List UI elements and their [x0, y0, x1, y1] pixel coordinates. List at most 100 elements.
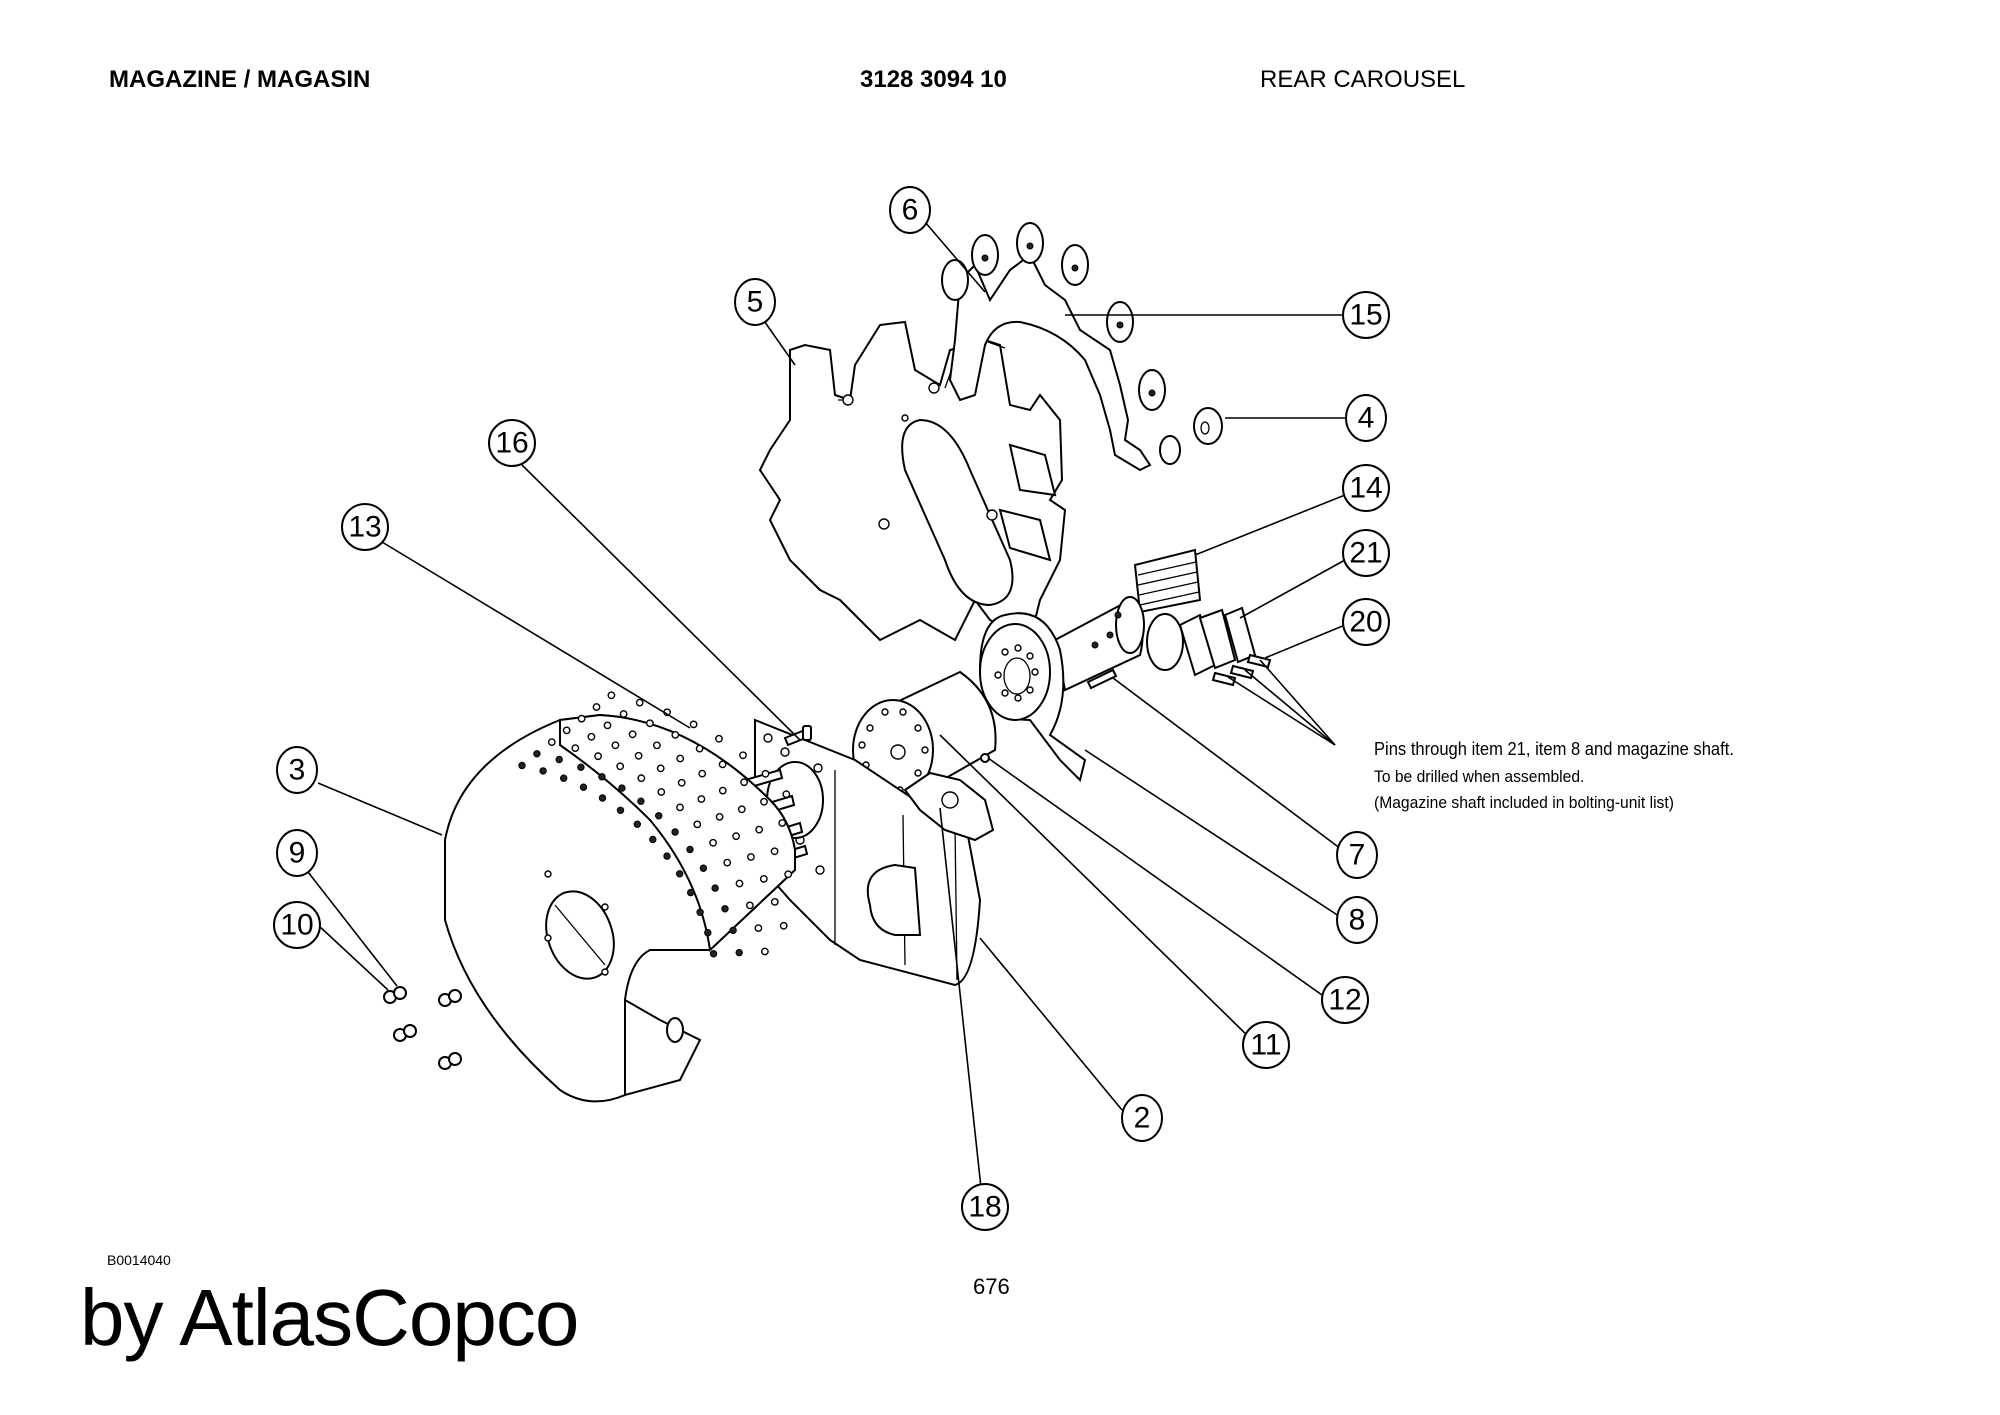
- perforation-hole: [699, 864, 708, 872]
- svg-text:5: 5: [747, 286, 764, 319]
- document-id: B0014040: [107, 1252, 171, 1268]
- perforation-hole: [616, 806, 625, 814]
- bracket-holes: [763, 733, 825, 875]
- callout-9[interactable]: 9: [276, 829, 318, 877]
- perforation-hole: [704, 929, 712, 937]
- perforation-hole: [594, 752, 602, 761]
- perforation-hole: [671, 828, 679, 836]
- perforation-hole: [740, 778, 748, 787]
- perforation-hole: [754, 924, 763, 932]
- brand-logo: by AtlasCopco: [80, 1273, 579, 1362]
- perforation-hole: [633, 820, 641, 828]
- part-7-pin: [1086, 668, 1118, 690]
- svg-text:18: 18: [968, 1191, 1001, 1224]
- part-number: 3128 3094 10: [860, 66, 1007, 93]
- perforation-hole: [656, 764, 665, 773]
- callout-11[interactable]: 11: [1242, 1021, 1290, 1069]
- callout-3[interactable]: 3: [276, 746, 318, 794]
- callout-4[interactable]: 4: [1345, 394, 1387, 442]
- perforation-hole: [747, 853, 755, 861]
- perforation-hole: [592, 703, 601, 711]
- part-8-shaft-flange: [978, 596, 1145, 782]
- perforation-hole: [598, 773, 606, 781]
- part-12-bolt: [980, 753, 990, 763]
- svg-text:21: 21: [1349, 537, 1382, 570]
- part-5-slotted-disc: [758, 320, 1067, 642]
- page-number: 676: [973, 1274, 1010, 1299]
- perforation-hole: [646, 719, 654, 728]
- perforation-hole: [709, 838, 717, 847]
- perforation-hole: [689, 720, 698, 729]
- callout-5[interactable]: 5: [734, 278, 776, 326]
- perforation-hole: [718, 786, 727, 795]
- callout-18[interactable]: 18: [961, 1183, 1009, 1231]
- part-18-lever: [903, 771, 995, 842]
- rollers: [941, 222, 1181, 465]
- svg-text:4: 4: [1358, 402, 1375, 435]
- callout-8[interactable]: 8: [1336, 896, 1378, 944]
- perforation-hole: [676, 803, 684, 812]
- assembly-note-shaft: (Magazine shaft included in bolting-unit…: [1374, 793, 1674, 812]
- part-2-bracket: [736, 718, 982, 987]
- perforation-hole: [759, 875, 768, 883]
- perforation-hole: [579, 783, 588, 791]
- perforation-hole: [779, 921, 788, 930]
- svg-text:9: 9: [289, 837, 306, 870]
- perforation-hole: [628, 730, 637, 739]
- callout-2[interactable]: 2: [1121, 1094, 1163, 1142]
- perforation-hole: [637, 774, 646, 783]
- callout-12[interactable]: 12: [1321, 976, 1369, 1024]
- perforation-hole: [709, 950, 718, 958]
- perforation-hole: [784, 870, 793, 879]
- callout-20[interactable]: 20: [1342, 598, 1390, 646]
- svg-text:12: 12: [1328, 984, 1361, 1017]
- part-3-perforated-cover: [444, 691, 796, 1103]
- perforation-hole: [657, 788, 666, 796]
- perforation-hole: [737, 805, 746, 814]
- perforation-hole: [746, 901, 754, 910]
- callout-15[interactable]: 15: [1342, 291, 1390, 339]
- callout-21[interactable]: 21: [1342, 529, 1390, 577]
- perforation-hole: [718, 760, 727, 769]
- callout-7[interactable]: 7: [1336, 831, 1378, 879]
- perforation-hole: [676, 870, 684, 878]
- perforation-hole: [635, 698, 644, 707]
- perforation-hole: [760, 797, 768, 806]
- perforation-hole: [571, 744, 580, 752]
- callouts: 6 5 15 4 16 14 13 21 20 3 9 7 10 8 12 11…: [273, 186, 1390, 1231]
- perforation-hole: [533, 750, 541, 758]
- perforation-hole: [723, 858, 732, 867]
- callout-10[interactable]: 10: [273, 901, 321, 949]
- part-14-bolts: [1133, 548, 1202, 614]
- perforation-hole: [587, 732, 596, 741]
- perforation-hole: [695, 744, 704, 753]
- perforation-hole: [770, 847, 779, 856]
- callout-14[interactable]: 14: [1342, 464, 1390, 512]
- part-21-clamps: [1146, 606, 1257, 677]
- callout-6[interactable]: 6: [889, 186, 931, 234]
- perforation-hole: [577, 714, 586, 723]
- perforation-hole: [539, 767, 547, 775]
- perforation-hole: [755, 825, 763, 834]
- svg-text:14: 14: [1349, 472, 1382, 505]
- perforation-hole: [616, 762, 625, 771]
- perforation-hole: [577, 763, 585, 771]
- flange-bolt-holes: [994, 644, 1039, 702]
- perforation-hole: [687, 888, 695, 897]
- perforation-hole: [607, 691, 616, 700]
- perforation-hole: [518, 761, 526, 770]
- callout-16[interactable]: 16: [488, 419, 536, 467]
- svg-text:2: 2: [1134, 1102, 1151, 1135]
- perforation-hole: [715, 734, 723, 743]
- perforation-hole: [711, 884, 719, 892]
- section-title: MAGAZINE / MAGASIN: [109, 66, 371, 93]
- perforation-hole: [663, 852, 671, 860]
- callout-13[interactable]: 13: [341, 503, 389, 551]
- assembly-name: REAR CAROUSEL: [1260, 66, 1466, 93]
- svg-text:20: 20: [1349, 606, 1382, 639]
- perforation-hole: [603, 721, 612, 730]
- perforation-hole: [649, 835, 657, 844]
- leader-lines: [307, 221, 1346, 1198]
- svg-text:6: 6: [902, 194, 919, 227]
